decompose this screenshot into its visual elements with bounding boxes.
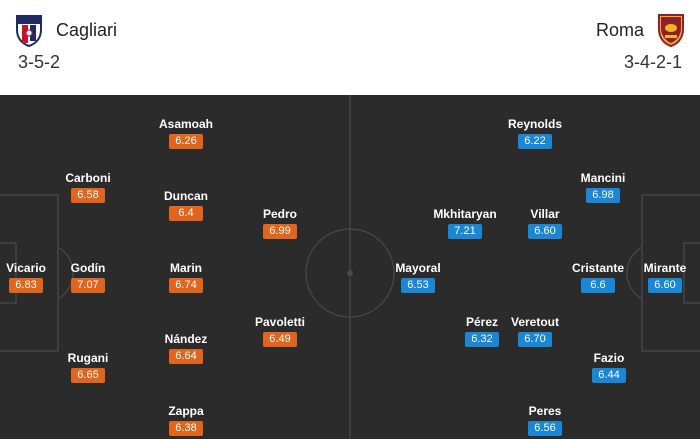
player-name: Asamoah — [158, 117, 214, 131]
away-formation: 3-4-2-1 — [623, 52, 682, 72]
player-home-fwd[interactable]: Pedro 6.99 — [235, 207, 325, 239]
player-name: Zappa — [168, 404, 204, 418]
player-name: Pavoletti — [254, 315, 305, 329]
player-rating: 7.21 — [448, 224, 482, 239]
player-rating: 6.83 — [9, 278, 43, 293]
player-name: Reynolds — [507, 117, 562, 131]
player-rating: 6.60 — [528, 224, 562, 239]
player-home-mid[interactable]: Duncan 6.4 — [141, 189, 231, 221]
player-name: Mancini — [580, 171, 626, 185]
player-name: Pérez — [465, 315, 499, 329]
player-away-mid[interactable]: Veretout 6.70 — [490, 315, 580, 347]
player-name: Marin — [169, 261, 202, 275]
player-name: Duncan — [163, 189, 208, 203]
player-home-mid[interactable]: Zappa 6.38 — [141, 404, 231, 436]
player-away-am[interactable]: Mkhitaryan 7.21 — [420, 207, 510, 239]
player-rating: 6.26 — [169, 134, 203, 149]
player-rating: 6.6 — [581, 278, 615, 293]
player-away-am[interactable]: Pérez 6.32 — [437, 315, 527, 347]
player-name: Mirante — [643, 261, 687, 275]
player-home-gk[interactable]: Vicario 6.83 — [0, 261, 71, 293]
player-home-mid[interactable]: Marin 6.74 — [141, 261, 231, 293]
player-away-mid[interactable]: Peres 6.56 — [500, 404, 590, 436]
player-rating: 7.07 — [71, 278, 105, 293]
player-rating: 6.4 — [169, 206, 203, 221]
player-away-def[interactable]: Fazio 6.44 — [564, 351, 654, 383]
player-away-gk[interactable]: Mirante 6.60 — [620, 261, 700, 293]
player-name: Cristante — [571, 261, 624, 275]
player-rating: 6.49 — [263, 332, 297, 347]
cagliari-crest-icon — [16, 15, 42, 47]
pitch: Vicario 6.83 Carboni 6.58 Godín 7.07 Rug… — [0, 95, 700, 439]
player-name: Peres — [528, 404, 562, 418]
player-rating: 6.64 — [169, 349, 203, 364]
player-rating: 6.32 — [465, 332, 499, 347]
roma-crest-icon — [658, 14, 684, 47]
player-rating: 6.53 — [401, 278, 435, 293]
home-goal-box — [0, 242, 17, 304]
home-penalty-box — [0, 194, 59, 352]
player-home-def[interactable]: Rugani 6.65 — [43, 351, 133, 383]
home-team-name: Cagliari — [56, 20, 118, 40]
player-name: Fazio — [593, 351, 625, 365]
player-name: Godín — [70, 261, 106, 275]
home-penalty-arc — [57, 246, 74, 300]
player-name: Mkhitaryan — [433, 207, 497, 221]
player-home-def[interactable]: Carboni 6.58 — [43, 171, 133, 203]
pitch-markings — [0, 95, 700, 439]
away-team-name: Roma — [595, 20, 644, 40]
player-name: Mayoral — [395, 261, 441, 275]
player-away-def[interactable]: Mancini 6.98 — [558, 171, 648, 203]
center-circle — [305, 228, 395, 318]
away-goal-box — [683, 242, 700, 304]
player-name: Pedro — [262, 207, 297, 221]
center-spot — [347, 270, 353, 276]
player-rating: 6.65 — [71, 368, 105, 383]
player-home-fwd[interactable]: Pavoletti 6.49 — [235, 315, 325, 347]
match-header: Cagliari 3-5-2 Roma 3-4-2-1 — [0, 0, 700, 95]
player-rating: 6.56 — [528, 421, 562, 436]
player-rating: 6.44 — [592, 368, 626, 383]
player-name: Carboni — [65, 171, 111, 185]
home-formation: 3-5-2 — [18, 52, 61, 72]
player-rating: 6.38 — [169, 421, 203, 436]
player-rating: 6.74 — [169, 278, 203, 293]
player-rating: 6.70 — [518, 332, 552, 347]
player-rating: 6.99 — [263, 224, 297, 239]
player-away-mid[interactable]: Reynolds 6.22 — [490, 117, 580, 149]
player-rating: 6.60 — [648, 278, 682, 293]
player-away-st[interactable]: Mayoral 6.53 — [373, 261, 463, 293]
player-name: Vicario — [6, 261, 46, 275]
player-home-mid[interactable]: Nández 6.64 — [141, 332, 231, 364]
player-home-mid[interactable]: Asamoah 6.26 — [141, 117, 231, 149]
player-name: Rugani — [67, 351, 109, 365]
player-rating: 6.98 — [586, 188, 620, 203]
away-penalty-arc — [626, 246, 643, 300]
player-name: Villar — [530, 207, 560, 221]
player-rating: 6.22 — [518, 134, 552, 149]
away-penalty-box — [641, 194, 700, 352]
player-away-mid[interactable]: Villar 6.60 — [500, 207, 590, 239]
player-name: Veretout — [510, 315, 559, 329]
player-home-def[interactable]: Godín 7.07 — [43, 261, 133, 293]
player-name: Nández — [164, 332, 208, 346]
player-away-def[interactable]: Cristante 6.6 — [553, 261, 643, 293]
player-rating: 6.58 — [71, 188, 105, 203]
